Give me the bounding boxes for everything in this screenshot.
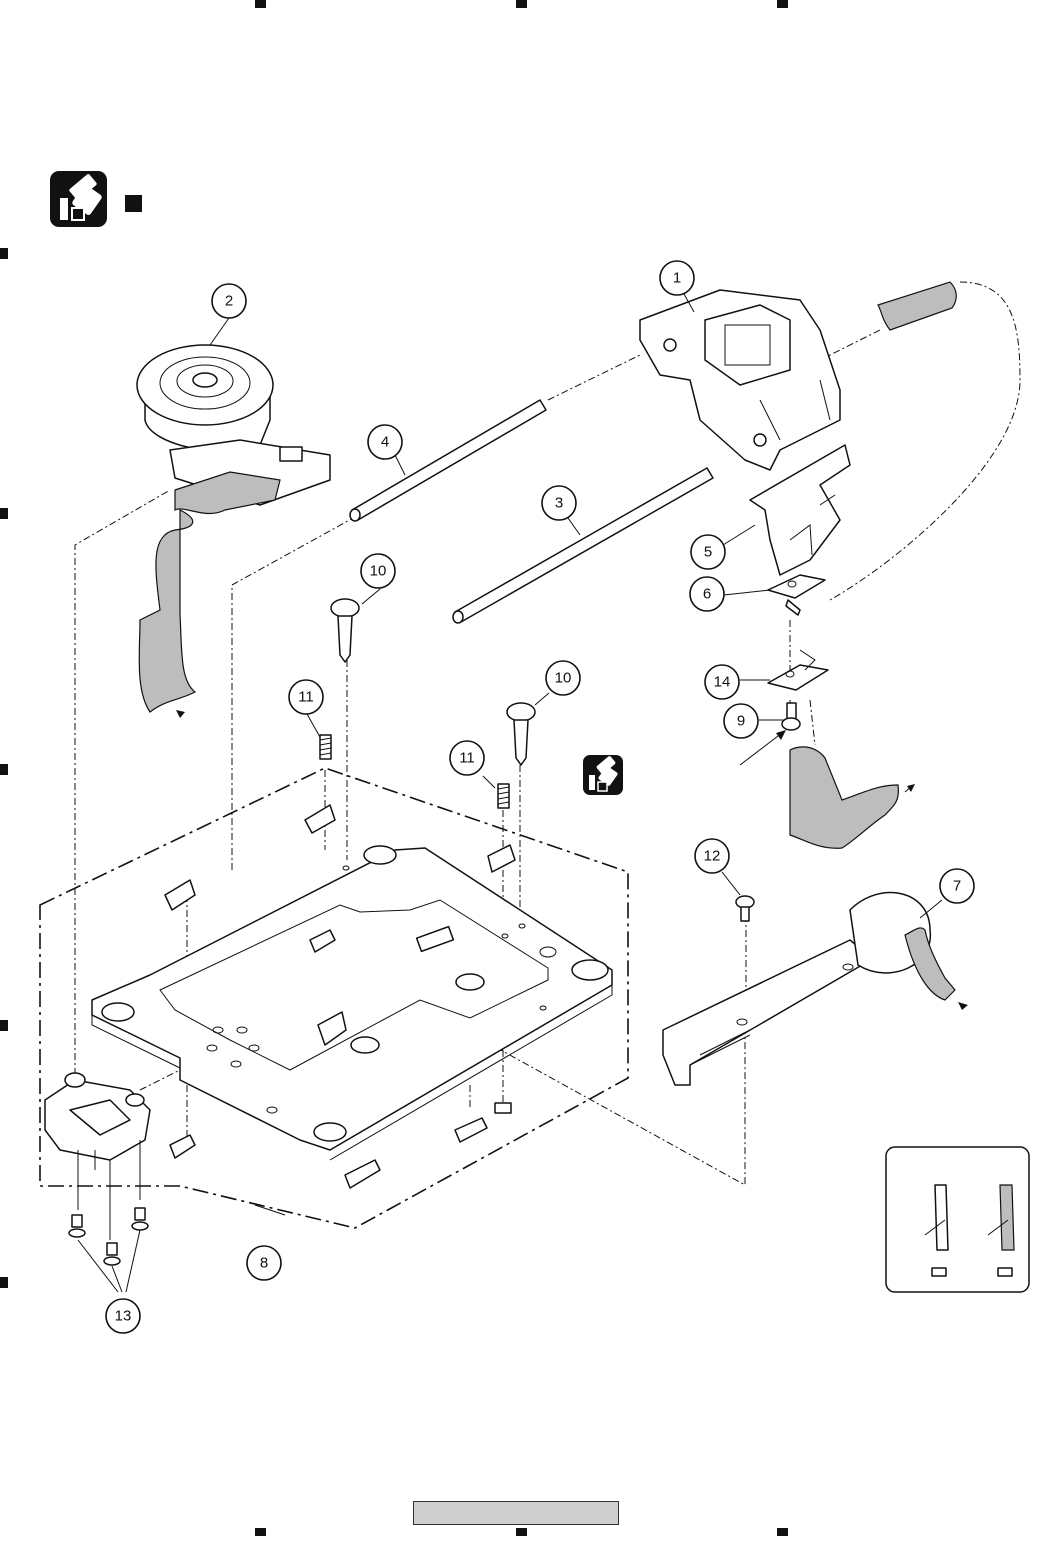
pickup-flex-cable-bottom	[790, 747, 898, 848]
svg-text:13: 13	[115, 1308, 132, 1325]
svg-text:7: 7	[953, 878, 961, 895]
callout-10-b: 10	[546, 661, 580, 695]
svg-text:11: 11	[459, 750, 475, 767]
svg-text:10: 10	[370, 563, 387, 580]
guide-shaft-4	[350, 400, 546, 521]
callout-5: 5	[691, 535, 725, 569]
screw-10-b	[507, 703, 535, 765]
plate-part-14	[768, 650, 828, 690]
callout-4: 4	[368, 425, 402, 459]
pickup-flex-cable-top	[878, 282, 956, 330]
callout-10-a: 10	[361, 554, 395, 588]
callout-12: 12	[695, 839, 729, 873]
spring-plate-6	[768, 575, 825, 615]
svg-text:3: 3	[555, 495, 563, 512]
svg-text:6: 6	[703, 586, 711, 603]
svg-text:12: 12	[704, 848, 721, 865]
svg-text:2: 2	[225, 293, 233, 310]
callout-2: 2	[212, 284, 246, 318]
svg-text:1: 1	[673, 270, 681, 287]
svg-text:9: 9	[737, 713, 745, 730]
svg-text:11: 11	[298, 689, 314, 706]
spindle-cable	[139, 510, 195, 712]
optical-pickup	[640, 290, 840, 470]
callout-9: 9	[724, 704, 758, 738]
callout-3: 3	[542, 486, 576, 520]
grease-spray-icon-2	[583, 755, 623, 795]
footer-page-label-box	[413, 1501, 619, 1525]
callout-7: 7	[940, 869, 974, 903]
sled-motor-assembly	[663, 893, 930, 1085]
callout-6: 6	[690, 577, 724, 611]
svg-text:4: 4	[381, 434, 389, 451]
spring-11-b	[498, 784, 509, 808]
screw-10-a	[331, 599, 359, 662]
screw-12	[736, 896, 754, 921]
callout-11-b: 11	[450, 741, 484, 775]
guide-shaft-3	[453, 468, 713, 623]
svg-text:14: 14	[714, 674, 731, 691]
arrow-head-3	[176, 710, 185, 718]
grease-spray-icon	[50, 171, 107, 227]
spindle-motor	[137, 345, 330, 514]
inset-cable-detail	[886, 1147, 1029, 1292]
callout-1: 1	[660, 261, 694, 295]
arrow-head-2	[958, 1002, 968, 1010]
callout-11-a: 11	[289, 680, 323, 714]
screws-13	[69, 1208, 148, 1292]
svg-text:8: 8	[260, 1255, 268, 1272]
black-square-icon	[125, 195, 142, 212]
callout-8: 8	[247, 1246, 281, 1280]
callout-14: 14	[705, 665, 739, 699]
spring-11-a	[320, 735, 331, 759]
callout-13: 13	[106, 1299, 140, 1333]
svg-text:5: 5	[704, 544, 712, 561]
svg-text:10: 10	[555, 670, 572, 687]
arrow-head	[907, 784, 915, 792]
